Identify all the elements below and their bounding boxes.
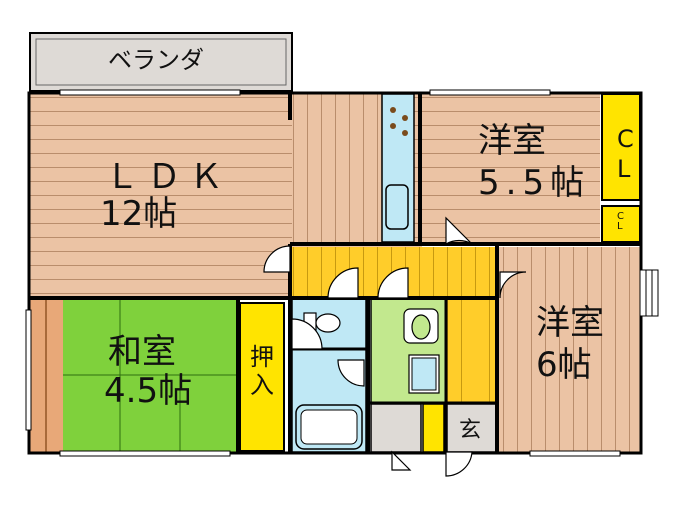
sink-icon [385, 184, 409, 230]
oshiire-closet [239, 302, 285, 452]
kitchen-counter [381, 93, 415, 243]
ldk-size-label: 12帖 [100, 194, 178, 234]
western-room-1-label: 洋室 [478, 121, 546, 161]
western-room-2 [497, 247, 640, 452]
entrance-label: 玄 [459, 418, 482, 443]
door-swing-icon [263, 216, 527, 477]
washroom [370, 298, 447, 404]
oshiire-label: 押入 [250, 343, 274, 399]
toilet-icon [315, 313, 341, 333]
western-room-1-size-label: 5.5帖 [478, 163, 591, 203]
ldk-label: ＬＤＫ [105, 157, 231, 197]
storage-space [370, 403, 422, 453]
veranda-label: ベランダ [108, 46, 204, 74]
closet-1-label: CL [617, 125, 634, 183]
western-room-2-label: 洋室 [536, 303, 604, 343]
japanese-room-label: 和室 [108, 332, 176, 372]
shoe-cabinet [422, 403, 445, 453]
closet-2-label: CL [617, 211, 624, 232]
window-icon [25, 89, 659, 457]
veranda [29, 32, 293, 92]
western-room-2-size-label: 6帖 [536, 345, 592, 385]
japanese-room [30, 298, 238, 452]
western-room-1 [422, 94, 600, 242]
japanese-room-size-label: 4.5帖 [104, 371, 193, 411]
closet-2 [601, 205, 641, 243]
